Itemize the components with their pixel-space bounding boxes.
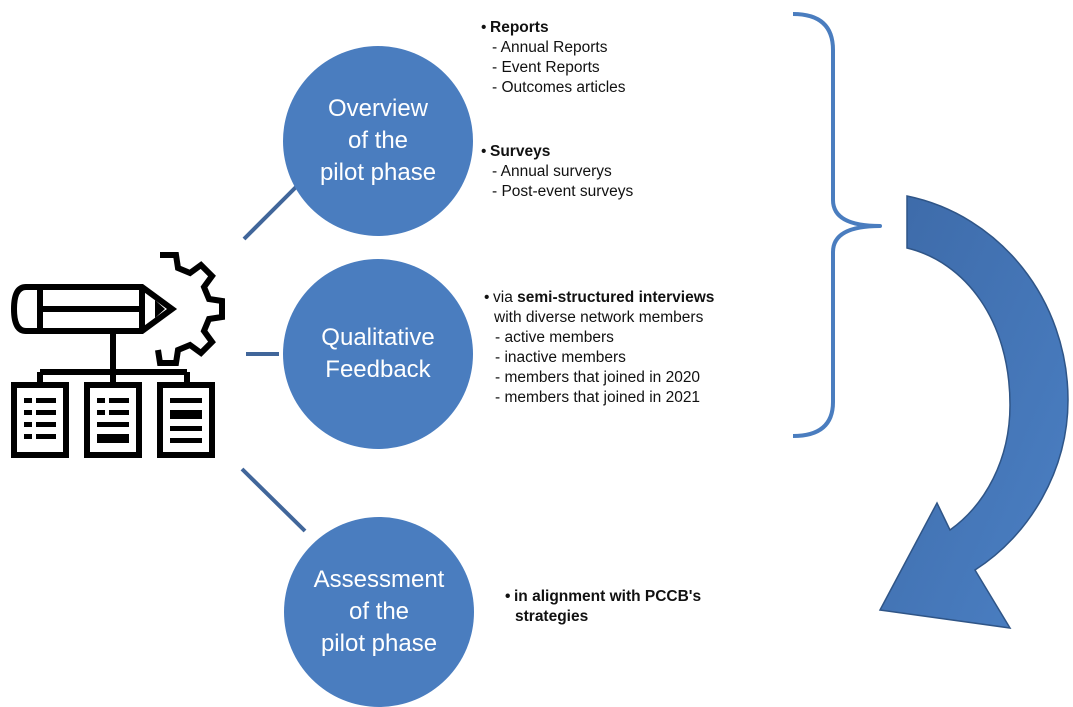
document-lines: [24, 398, 202, 443]
interview-item: - inactive members: [495, 349, 626, 366]
bullet-icon: •: [481, 143, 487, 160]
circle-assessment-pilot-phase: Assessment of the pilot phase: [284, 517, 474, 707]
interviews-method: semi-structured interviews: [517, 289, 715, 306]
circle-overview-pilot-phase: Overview of the pilot phase: [283, 46, 473, 236]
report-item: - Annual Reports: [492, 39, 608, 56]
interview-item: - active members: [495, 329, 614, 346]
reports-block: •Reports - Annual Reports - Event Report…: [481, 18, 626, 98]
bullet-icon: •: [484, 289, 494, 306]
surveys-heading: Surveys: [490, 143, 551, 160]
assessment-text-block: •in alignment with PCCB's strategies: [505, 587, 701, 627]
interview-item: - members that joined in 2020: [495, 369, 701, 386]
connector-line-overview: [242, 179, 304, 241]
right-brace: [792, 12, 882, 438]
report-item: - Outcomes articles: [492, 79, 626, 96]
survey-item: - Annual surverys: [492, 163, 612, 180]
circle-qualitative-feedback: Qualitative Feedback: [283, 259, 473, 449]
bullet-icon: •: [505, 588, 511, 605]
surveys-block: •Surveys - Annual surverys - Post-event …: [481, 142, 633, 202]
interview-item: - members that joined in 2021: [495, 389, 701, 406]
connector-line-assessment: [240, 467, 307, 533]
reports-heading: Reports: [490, 19, 549, 36]
interviews-block: • via semi-structured interviews with di…: [484, 288, 714, 408]
curved-down-arrow: [878, 195, 1069, 629]
interviews-prefix: via: [493, 289, 518, 306]
survey-item: - Post-event surveys: [492, 183, 634, 200]
pencil-gear-documents-icon: [10, 252, 225, 458]
bullet-icon: •: [481, 19, 487, 36]
assessment-line2: strategies: [515, 608, 589, 625]
assessment-line1: in alignment with PCCB's: [514, 588, 702, 605]
report-item: - Event Reports: [492, 59, 600, 76]
interviews-line2: with diverse network members: [494, 309, 704, 326]
